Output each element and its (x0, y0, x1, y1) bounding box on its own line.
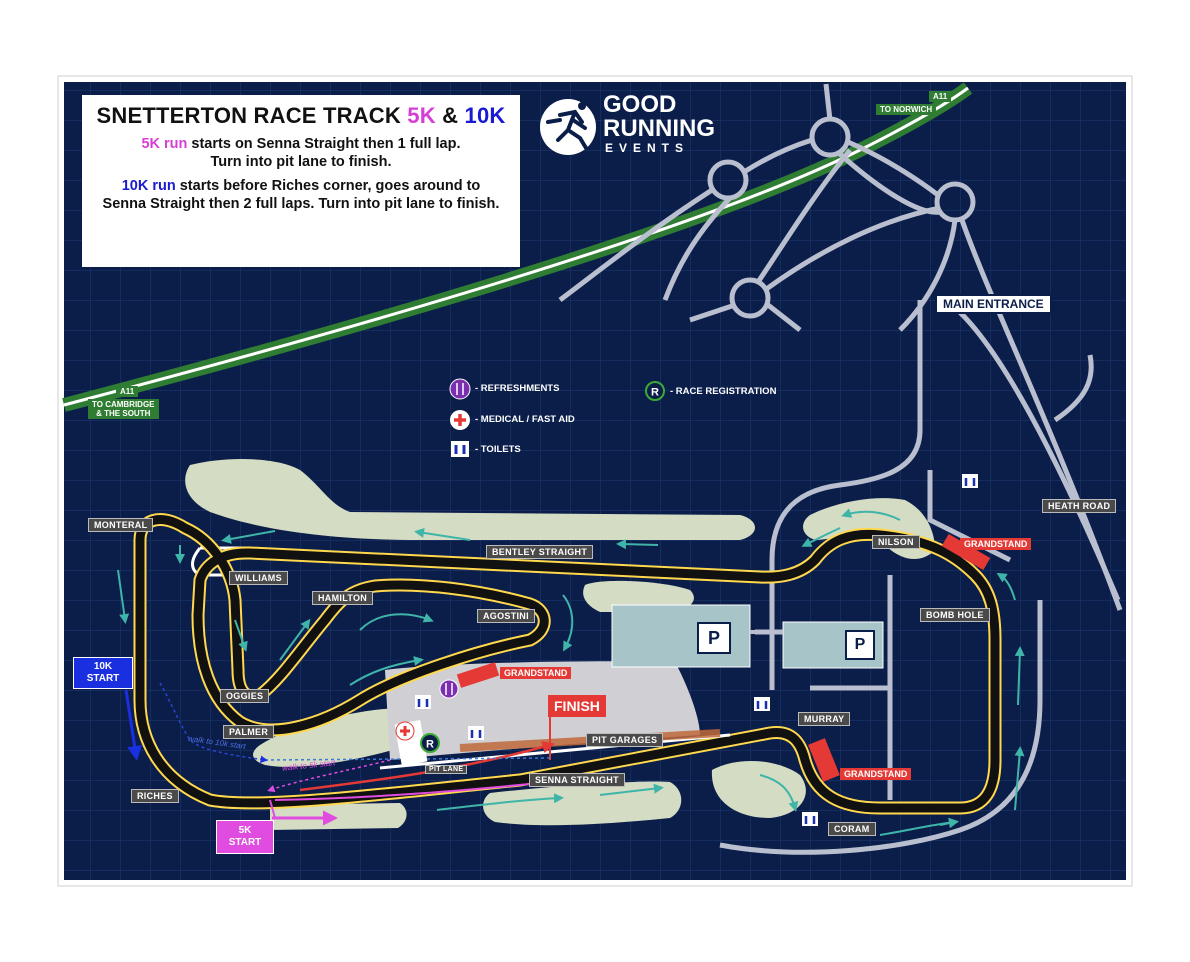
corner-nilson: NILSON (872, 535, 920, 549)
logo-line-1: GOOD (603, 91, 677, 118)
corner-oggies: OGGIES (220, 689, 270, 703)
a11-centre-line (63, 86, 969, 407)
pit-lane-line (379, 733, 731, 770)
corner-monteral: MONTERAL (88, 518, 154, 532)
corner-agostini: AGOSTINI (477, 609, 535, 623)
logo-line-2: RUNNING (603, 115, 715, 142)
info-box: SNETTERTON RACE TRACK 5K & 10K 5K run st… (82, 95, 520, 267)
heath-road-label: HEATH ROAD (1042, 499, 1117, 513)
finish-route (299, 740, 555, 792)
page-title: SNETTERTON RACE TRACK 5K & 10K (82, 103, 520, 129)
registration-symbol: R (651, 387, 659, 399)
refreshments-icon (449, 378, 471, 400)
title-10k: 10K (464, 103, 506, 128)
legend-refreshments: - REFRESHMENTS (475, 383, 560, 394)
direction-arrows (117, 508, 1025, 836)
grandstand-block-2 (941, 533, 991, 571)
parking-label-2: P (845, 630, 875, 660)
corner-riches: RICHES (131, 789, 179, 803)
pit-lane-label: PIT LANE (425, 765, 468, 774)
grandstand-block-3 (808, 738, 840, 782)
grandstand-label-2: GRANDSTAND (960, 538, 1032, 550)
legend-medical: - MEDICAL / FAST AID (475, 414, 575, 425)
logo-line-3: EVENTS (605, 141, 690, 155)
a11-north-code: A11 (929, 91, 952, 102)
toilets-icon (451, 441, 469, 457)
pit-garages-label: PIT GARAGES (586, 733, 664, 747)
a11-south-code: A11 (116, 386, 139, 397)
corner-palmer: PALMER (223, 725, 275, 739)
corner-hamilton: HAMILTON (312, 591, 374, 605)
10k-description: 10K run starts before Riches corner, goe… (102, 178, 500, 212)
logo: GOOD RUNNING EVENTS (603, 91, 715, 156)
registration-icon (645, 381, 665, 401)
corner-bomb-hole: BOMB HOLE (920, 608, 990, 622)
main-entrance-label: MAIN ENTRANCE (935, 294, 1052, 314)
access-roads (558, 83, 1123, 855)
corner-williams: WILLIAMS (229, 571, 288, 585)
registration-symbol-map: R (426, 739, 434, 751)
a11-north-dest: TO NORWICH (876, 104, 937, 115)
grandstand-block-1 (456, 662, 500, 688)
corner-murray: MURRAY (798, 712, 851, 726)
5k-description: 5K run starts on Senna Straight then 1 f… (141, 136, 461, 170)
10k-run-label: 10K run (121, 178, 176, 194)
title-main: SNETTERTON RACE TRACK (96, 103, 401, 128)
toilet-icons-map (415, 474, 978, 826)
title-5k: 5K (407, 103, 436, 128)
senna-straight: SENNA STRAIGHT (529, 773, 625, 787)
corner-coram: CORAM (828, 822, 876, 836)
legend-toilets: - TOILETS (475, 444, 521, 455)
a11-south-dest: TO CAMBRIDGE& THE SOUTH (88, 399, 159, 419)
5k-run-label: 5K run (141, 136, 188, 152)
title-amp: & (442, 103, 459, 128)
grandstand-label-1: GRANDSTAND (500, 667, 572, 679)
grandstand-label-3: GRANDSTAND (840, 768, 912, 780)
bentley-straight: BENTLEY STRAIGHT (486, 545, 594, 559)
legend-registration: - RACE REGISTRATION (670, 386, 777, 397)
medical-icon-map (400, 726, 410, 736)
finish-label: FINISH (548, 695, 606, 717)
refreshments-icon-map (439, 679, 459, 699)
registration-icon-map (420, 733, 440, 753)
10k-start-arrow (124, 689, 143, 761)
parking-label-1: P (697, 622, 731, 654)
